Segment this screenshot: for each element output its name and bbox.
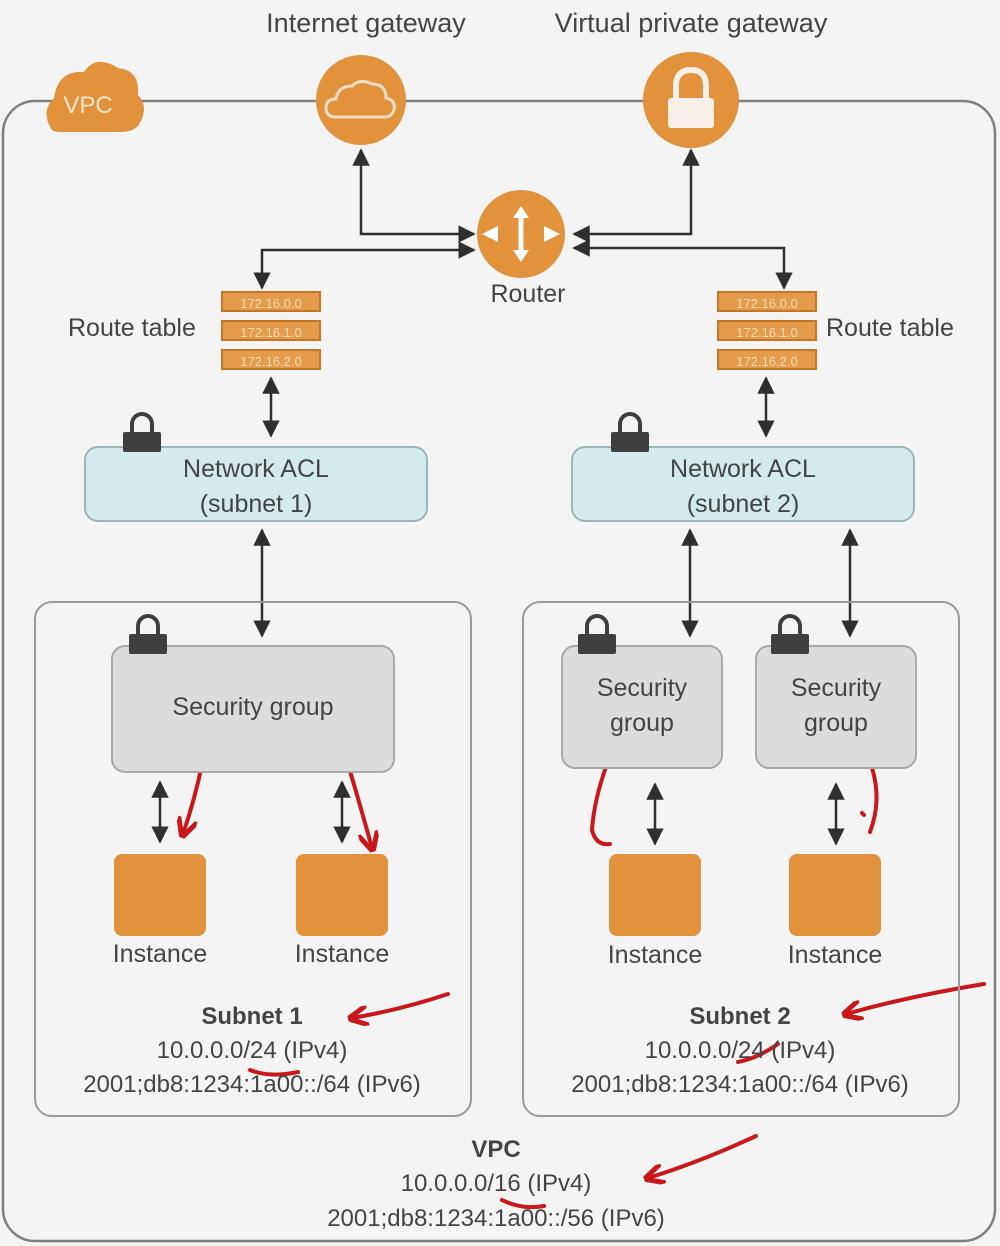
connectors xyxy=(151,148,859,846)
route-table-right-label: Route table xyxy=(826,314,954,342)
acl-2-lock-shackle xyxy=(618,412,642,432)
annotation-sg2b-dot xyxy=(860,811,866,817)
security-group-subnet-2b: Security group xyxy=(755,645,917,769)
router-rt-right-arrow xyxy=(572,239,793,290)
security-group-label: Security xyxy=(790,674,882,702)
lock-gateway-icon xyxy=(643,52,739,148)
acl-1-title: Network ACL xyxy=(183,455,329,483)
instance-icon xyxy=(609,854,701,936)
vpc-title: VPC xyxy=(471,1136,521,1163)
sg-1-lock-icon xyxy=(129,634,167,654)
route-table-row: 172.16.2.0 xyxy=(221,349,321,370)
igw-router-arrow xyxy=(352,148,476,243)
route-table-row: 172.16.0.0 xyxy=(221,291,321,312)
acl-2-subtitle: (subnet 2) xyxy=(686,490,800,518)
instance-label: Instance xyxy=(787,941,883,969)
route-table-row: 172.16.1.0 xyxy=(717,320,817,341)
vpc-cloud-icon xyxy=(46,61,144,132)
security-group-label: group xyxy=(804,709,868,737)
subnet-1-title: Subnet 1 xyxy=(201,1003,303,1030)
subnet-2-ipv4: 10.0.0.0/24 (IPv4) xyxy=(644,1037,836,1064)
internet-gateway-icon xyxy=(316,55,406,145)
router-label: Router xyxy=(490,280,566,308)
subnet-2-ipv6: 2001;db8:1234:1a00::/64 (IPv6) xyxy=(571,1071,909,1098)
route-table-left-label: Route table xyxy=(68,314,196,342)
route-table-row: 172.16.0.0 xyxy=(717,291,817,312)
route-table-row: 172.16.2.0 xyxy=(717,349,817,370)
instance-icon xyxy=(114,854,206,936)
annotation-sg2a-curve xyxy=(589,762,612,847)
annotation-vpc-mask xyxy=(500,1198,546,1210)
instance-label: Instance xyxy=(112,940,208,968)
sg-2a-lock-icon xyxy=(578,634,616,654)
instance-icon xyxy=(789,854,881,936)
vpc-boundary xyxy=(1,99,997,1243)
internet-gateway-label: Internet gateway xyxy=(266,8,466,38)
acl-1-lock-icon xyxy=(123,432,161,452)
annotation-vpc-arrow xyxy=(648,1134,758,1178)
annotation-subnet1-mask xyxy=(248,1068,300,1077)
subnet-1-ipv4: 10.0.0.0/24 (IPv4) xyxy=(156,1037,348,1064)
subnet-2-title: Subnet 2 xyxy=(689,1003,791,1030)
network-acl-subnet-1: Network ACL (subnet 1) xyxy=(84,446,428,522)
router-icon xyxy=(477,190,565,278)
sg-2a-lock-shackle xyxy=(585,614,609,634)
annotation-sg2b-curve xyxy=(868,766,879,834)
sg-2b-lock-icon xyxy=(771,634,809,654)
security-group-label: Security xyxy=(596,674,688,702)
virtual-private-gateway-label: Virtual private gateway xyxy=(554,8,828,38)
vpc-ipv6: 2001;db8:1234:1a00::/56 (IPv6) xyxy=(327,1205,665,1232)
sg-2b-lock-shackle xyxy=(778,614,802,634)
instance-label: Instance xyxy=(607,941,703,969)
route-table-row: 172.16.1.0 xyxy=(221,320,321,341)
network-acl-subnet-2: Network ACL (subnet 2) xyxy=(571,446,915,522)
annotation-subnet1-arrow xyxy=(352,992,450,1018)
acl-1-subtitle: (subnet 1) xyxy=(199,490,313,518)
vpc-badge-label: VPC xyxy=(63,92,113,119)
annotation-subnet2-mask xyxy=(736,1042,780,1064)
router-rt-left-arrow xyxy=(253,241,476,290)
annotation-subnet2-arrow xyxy=(846,982,986,1014)
security-group-label: Security group xyxy=(172,693,334,721)
sg-1-lock-shackle xyxy=(136,614,160,634)
subnet-1-ipv6: 2001;db8:1234:1a00::/64 (IPv6) xyxy=(83,1071,421,1098)
subnet-2-container xyxy=(522,601,960,1117)
acl-1-lock-shackle xyxy=(130,412,154,432)
acl-2-title: Network ACL xyxy=(670,455,816,483)
security-group-subnet-1: Security group xyxy=(111,645,395,773)
instance-label: Instance xyxy=(294,940,390,968)
security-group-label: group xyxy=(610,709,674,737)
vpc-ipv4: 10.0.0.0/16 (IPv4) xyxy=(400,1170,592,1197)
acl-2-lock-icon xyxy=(611,432,649,452)
instance-icon xyxy=(296,854,388,936)
subnet-1-container xyxy=(34,601,472,1117)
security-group-subnet-2a: Security group xyxy=(561,645,723,769)
vpg-router-arrow xyxy=(572,148,700,243)
